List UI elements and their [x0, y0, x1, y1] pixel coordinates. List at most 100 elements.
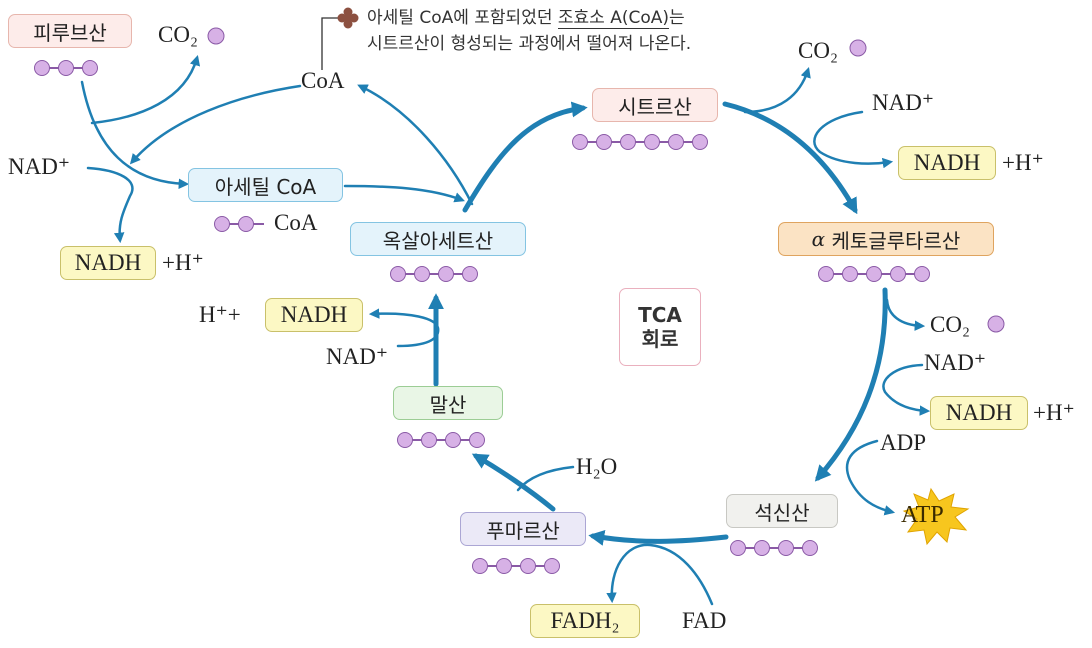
chain-fumarate	[472, 558, 560, 574]
arrow-fad-fadh2	[606, 543, 714, 606]
coa-carrier-label: CoA	[274, 210, 318, 235]
chain-citrate	[572, 134, 708, 150]
carbon-bead	[214, 216, 230, 232]
arrow-succinate-to-fumarate	[588, 529, 729, 546]
product-nadh-pyruvate: NADH	[60, 246, 156, 280]
nad-label-malate: NAD⁺	[326, 344, 388, 369]
carbon-bead	[842, 266, 858, 282]
nad-label-akg: NAD⁺	[924, 350, 986, 375]
carbon-bead	[438, 266, 454, 282]
fadh2-label: FADH₂	[550, 608, 620, 633]
compound-acetyl-coa: 아세틸 CoA	[188, 168, 343, 202]
carbon-bead	[914, 266, 930, 282]
carbon-bead	[866, 266, 882, 282]
carbon-bead	[421, 432, 437, 448]
h-label-pyruvate: +H⁺	[162, 250, 204, 275]
arrow-coa-release	[357, 84, 474, 206]
carbon-bead	[802, 540, 818, 556]
chain-oxaloacetate	[390, 266, 478, 282]
h2o-label: H₂O	[576, 454, 618, 479]
nad-label-pyruvate: NAD⁺	[8, 154, 70, 179]
carbon-bead	[238, 216, 254, 232]
compound-oxaloacetate-label: 옥살아세트산	[382, 228, 494, 253]
arrow-adp-atp	[845, 439, 896, 516]
co2-dot-pyruvate	[207, 27, 225, 45]
arrow-citrate-co2	[743, 67, 811, 114]
product-nadh-citrate: NADH	[898, 146, 996, 180]
co2-label-citrate: CO₂	[798, 38, 838, 63]
arrow-akg-co2	[885, 298, 926, 331]
carbon-bead	[778, 540, 794, 556]
compound-succinate: 석신산	[726, 494, 838, 528]
compound-citrate-label: 시트르산	[618, 94, 692, 119]
carbon-bead	[520, 558, 536, 574]
note-plus-icon	[337, 7, 359, 29]
coa-note-line1-c: 는	[669, 8, 685, 28]
arrow-nad-nadh-akg	[882, 363, 931, 416]
tca-center-line1: TCA	[638, 303, 682, 327]
compound-malate: 말산	[393, 386, 503, 420]
carbon-bead	[754, 540, 770, 556]
arrow-akg-to-succinate	[814, 287, 888, 482]
carbon-bead	[445, 432, 461, 448]
carbon-bead	[397, 432, 413, 448]
arrow-nad-to-nadh-pyruvate	[86, 166, 134, 244]
carbon-bead	[544, 558, 560, 574]
compound-citrate: 시트르산	[592, 88, 718, 122]
carbon-bead	[414, 266, 430, 282]
compound-acetyl-coa-label: 아세틸 CoA	[214, 174, 317, 199]
coa-note-line1-underlined: 조효소 A(CoA)	[557, 8, 669, 29]
arrow-nad-nadh-malate	[368, 308, 440, 348]
chain-succinate	[730, 540, 818, 556]
h-label-malate: H⁺+	[199, 302, 241, 327]
carbon-bead	[620, 134, 636, 150]
co2-label-akg: CO₂	[930, 312, 970, 337]
h-label-citrate: +H⁺	[1002, 150, 1044, 175]
h-label-akg: +H⁺	[1033, 400, 1075, 425]
carbon-bead	[82, 60, 98, 76]
coa-released-label: CoA	[301, 68, 345, 93]
compound-alpha-ketoglutarate: α 케토글루타르산	[778, 222, 994, 256]
arrow-acetyl-coa-into-cycle	[343, 184, 465, 203]
chain-alpha-ketoglutarate	[818, 266, 930, 282]
compound-fumarate: 푸마르산	[460, 512, 586, 546]
carbon-bead	[668, 134, 684, 150]
nadh-citrate-label: NADH	[913, 150, 981, 175]
carbon-bead	[472, 558, 488, 574]
atp-burst-icon	[902, 487, 970, 546]
arrow-pyruvate-to-co2	[90, 54, 201, 125]
coa-note: 아세틸 CoA에 포함되었던 조효소 A(CoA)는 시트르산이 형성되는 과정…	[367, 5, 691, 57]
arrow-oxaloacetate-to-citrate	[462, 101, 588, 213]
compound-succinate-label: 석신산	[754, 500, 810, 525]
coa-note-line2: 시트르산이 형성되는 과정에서 떨어져 나온다.	[367, 34, 692, 54]
nadh-malate-label: NADH	[280, 302, 348, 327]
coa-note-line1-a: 아세틸 CoA에 포함되었던	[367, 8, 558, 28]
arrow-fumarate-to-malate	[471, 453, 556, 512]
nadh-pyruvate-label: NADH	[74, 250, 142, 275]
carbon-bead	[818, 266, 834, 282]
carbon-bead	[692, 134, 708, 150]
arrow-nad-nadh-citrate	[813, 110, 894, 169]
co2-dot-akg	[987, 315, 1005, 333]
co2-label-pyruvate: CO₂	[158, 22, 198, 47]
carbon-bead	[496, 558, 512, 574]
nadh-akg-label: NADH	[945, 400, 1013, 425]
arrow-h2o	[516, 465, 575, 492]
compound-malate-label: 말산	[429, 392, 467, 417]
compound-alpha-ketoglutarate-prefix: α	[811, 227, 826, 251]
fad-label: FAD	[682, 608, 727, 633]
atp-label: ATP	[901, 502, 944, 528]
chain-pyruvate	[34, 60, 98, 76]
carbon-bead	[596, 134, 612, 150]
carbon-bead	[644, 134, 660, 150]
carbon-bead	[462, 266, 478, 282]
carbon-bead	[390, 266, 406, 282]
product-fadh2: FADH₂	[530, 604, 640, 638]
chain-acetyl-coa	[214, 216, 264, 232]
compound-oxaloacetate: 옥살아세트산	[350, 222, 526, 256]
carbon-bead	[890, 266, 906, 282]
carbon-bead	[58, 60, 74, 76]
co2-dot-citrate	[849, 39, 867, 57]
carbon-bead	[730, 540, 746, 556]
